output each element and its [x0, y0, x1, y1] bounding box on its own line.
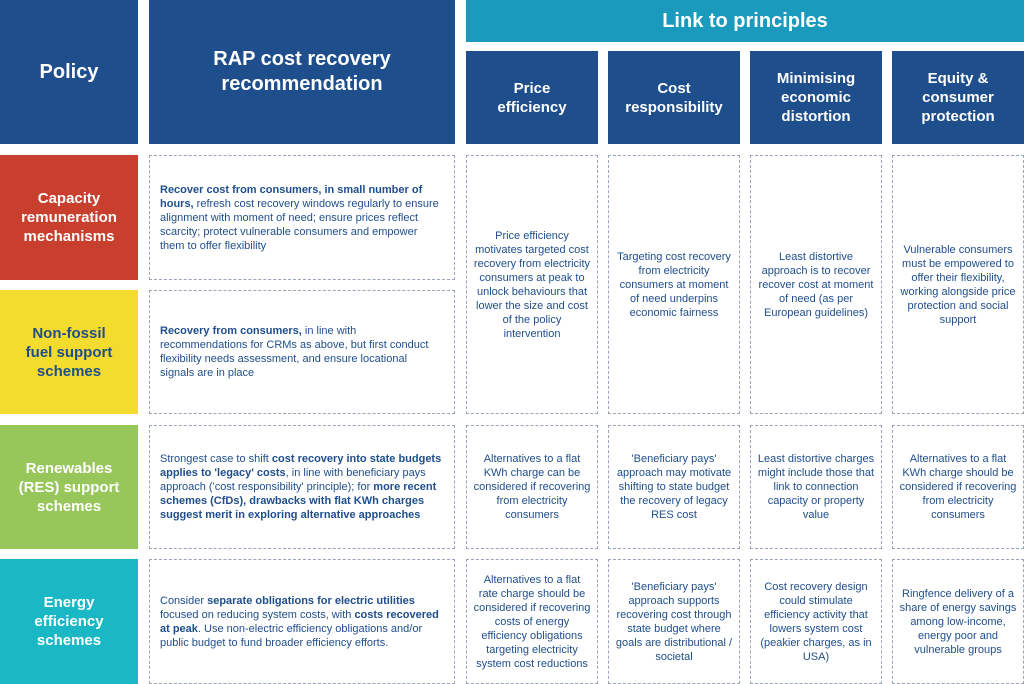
principle-text: Alternatives to a flat KWh charge can be…	[473, 453, 591, 521]
recommendation-run: . Use non-electric efficiency obligation…	[160, 622, 423, 649]
principle-text: Cost recovery design could stimulate eff…	[760, 580, 872, 663]
principle-cell-price-efficiency-eff: Alternatives to a flat rate charge shoul…	[466, 559, 598, 684]
link-to-principles-label: Link to principles	[662, 9, 828, 32]
recommendation-run: Strongest case to shift	[160, 453, 272, 465]
recommendation-cell-capacity: Recover cost from consumers, in small nu…	[149, 155, 455, 280]
policy-cell-energy-efficiency: Energy efficiency schemes	[0, 559, 138, 684]
policy-label: Capacity remuneration mechanisms	[21, 190, 117, 245]
principle-text: Ringfence delivery of a share of energy …	[899, 587, 1017, 656]
policy-label: Energy efficiency schemes	[34, 594, 104, 649]
policy-cell-renewables: Renewables (RES) support schemes	[0, 425, 138, 549]
recommendation-cell-non-fossil: Recovery from consumers, in line with re…	[149, 290, 455, 414]
principle-cell-equity-eff: Ringfence delivery of a share of energy …	[892, 559, 1024, 684]
principle-cell-equity-top: Vulnerable consumers must be empowered t…	[892, 155, 1024, 414]
principle-cell-price-efficiency-res: Alternatives to a flat KWh charge can be…	[466, 425, 598, 549]
recommendation-cell-energy-efficiency: Consider separate obligations for electr…	[149, 559, 455, 684]
recommendation-run: Consider	[160, 594, 208, 607]
recommendation-run: in line with recommendations for CRMs as…	[160, 325, 429, 379]
policy-header-label: Policy	[39, 60, 99, 83]
recommendation-bold-run: costs recovered at peak	[160, 608, 439, 635]
principle-text: Targeting cost recovery from electricity…	[617, 250, 731, 319]
principle-header-minimising-distortion: Minimising economic distortion	[750, 51, 882, 144]
recommendation-run: , in line with beneficiary pays approach…	[160, 467, 426, 493]
recommendation-header-label: RAP cost recovery recommendation	[213, 48, 391, 95]
principle-text: Least distortive approach is to recover …	[758, 250, 874, 319]
principle-header-label: Price efficiency	[497, 79, 567, 116]
principle-header-label: Cost responsibility	[625, 79, 723, 116]
principle-header-price-efficiency: Price efficiency	[466, 51, 598, 144]
principle-cell-distortion-res: Least distortive charges might include t…	[750, 425, 882, 549]
policy-cell-capacity: Capacity remuneration mechanisms	[0, 155, 138, 280]
principle-header-label: Equity & consumer protection	[921, 70, 995, 125]
recommendation-run: refresh cost recovery windows regularly …	[160, 197, 439, 252]
principle-header-label: Minimising economic distortion	[776, 70, 856, 125]
principle-cell-cost-responsibility-top: Targeting cost recovery from electricity…	[608, 155, 740, 414]
recommendation-bold-run: separate obligations for electric utilit…	[207, 594, 415, 607]
principle-text: Price efficiency motivates targeted cost…	[473, 229, 591, 340]
recommendation-bold-run: cost recovery into state budgets applies…	[160, 453, 442, 479]
recommendation-text: Recovery from consumers, in line with re…	[160, 324, 444, 380]
policy-label: Non-fossil fuel support schemes	[25, 324, 113, 380]
principle-cell-distortion-top: Least distortive approach is to recover …	[750, 155, 882, 414]
principle-text: 'Beneficiary pays' approach may motivate…	[616, 453, 732, 521]
recommendation-text: Recover cost from consumers, in small nu…	[160, 183, 444, 253]
principle-text: Vulnerable consumers must be empowered t…	[900, 243, 1016, 326]
policy-header: Policy	[0, 0, 138, 144]
recommendation-run: focused on reducing system costs, with	[160, 608, 355, 621]
principle-text: Alternatives to a flat KWh charge should…	[899, 453, 1017, 521]
principle-cell-price-efficiency-top: Price efficiency motivates targeted cost…	[466, 155, 598, 414]
principle-cell-cost-responsibility-res: 'Beneficiary pays' approach may motivate…	[608, 425, 740, 549]
link-to-principles-header: Link to principles	[466, 0, 1024, 42]
policy-label: Renewables (RES) support schemes	[18, 459, 120, 515]
policy-cell-non-fossil: Non-fossil fuel support schemes	[0, 290, 138, 414]
principle-text: Least distortive charges might include t…	[757, 453, 875, 521]
recommendation-text: Consider separate obligations for electr…	[160, 594, 444, 650]
recommendation-bold-run: more recent schemes (CfDs), drawbacks wi…	[160, 481, 437, 521]
recommendation-bold-run: Recover cost from consumers, in small nu…	[160, 183, 423, 210]
principle-text: Alternatives to a flat rate charge shoul…	[473, 573, 591, 670]
principle-cell-equity-res: Alternatives to a flat KWh charge should…	[892, 425, 1024, 549]
principle-cell-distortion-eff: Cost recovery design could stimulate eff…	[750, 559, 882, 684]
principle-text: 'Beneficiary pays' approach supports rec…	[615, 580, 733, 663]
recommendation-bold-run: Recovery from consumers,	[160, 325, 302, 337]
principle-header-equity: Equity & consumer protection	[892, 51, 1024, 144]
recommendation-header: RAP cost recovery recommendation	[149, 0, 455, 144]
recommendation-cell-renewables: Strongest case to shift cost recovery in…	[149, 425, 455, 549]
recommendation-text: Strongest case to shift cost recovery in…	[160, 452, 444, 522]
principle-header-cost-responsibility: Cost responsibility	[608, 51, 740, 144]
principle-cell-cost-responsibility-eff: 'Beneficiary pays' approach supports rec…	[608, 559, 740, 684]
